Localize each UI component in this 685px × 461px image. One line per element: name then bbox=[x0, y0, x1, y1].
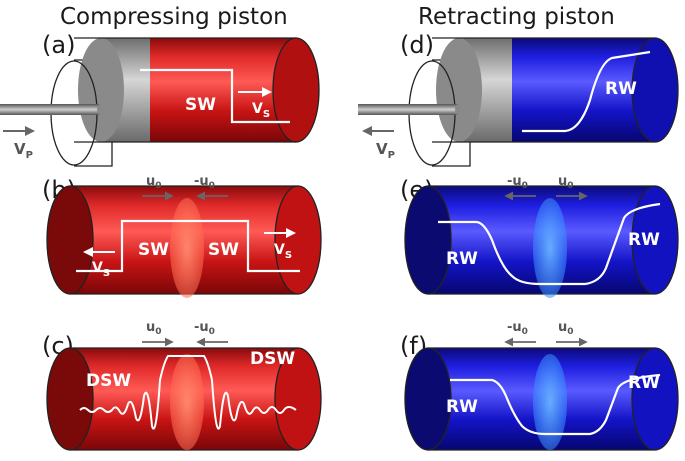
shock-profile-line bbox=[140, 68, 290, 124]
panel-a-label: (a) bbox=[42, 31, 75, 59]
wave-label-rw-right: RW bbox=[628, 230, 660, 250]
vp-label: VP bbox=[376, 140, 395, 161]
collision-spot bbox=[533, 198, 567, 298]
panel-e: (e) RW RW -u0 u0 bbox=[400, 174, 679, 298]
panel-b: (b) SW SW VS VS u0 -u0 bbox=[42, 174, 322, 298]
vs-right-label: VS bbox=[274, 242, 292, 261]
wave-label-rw-right: RW bbox=[628, 373, 660, 393]
collision-spot bbox=[170, 198, 204, 298]
rarefaction-profile-line bbox=[522, 50, 651, 133]
rarefaction-profile-line bbox=[438, 202, 661, 286]
piston-rod bbox=[358, 104, 458, 115]
panel-a: (a) SW VS VP bbox=[0, 31, 320, 167]
panel-d: (d) RW VP bbox=[358, 31, 679, 167]
u0-right-label: u0 bbox=[558, 320, 574, 337]
panel-f: (f) RW RW -u0 u0 bbox=[400, 320, 679, 451]
u0-right-label: -u0 bbox=[194, 174, 215, 191]
u0-left-label: u0 bbox=[146, 320, 162, 337]
piston-rod bbox=[0, 104, 100, 115]
wave-label-rw: RW bbox=[605, 79, 637, 99]
left-column-title: Compressing piston bbox=[60, 4, 288, 30]
wave-label-rw-left: RW bbox=[446, 397, 478, 417]
right-column-title: Retracting piston bbox=[418, 4, 615, 30]
panel-d-label: (d) bbox=[400, 31, 434, 59]
dsw-profile-line bbox=[79, 355, 297, 430]
wave-label-dsw-right: DSW bbox=[250, 349, 295, 369]
vs-left-label: VS bbox=[92, 260, 110, 279]
u0-right-label: -u0 bbox=[194, 320, 215, 337]
panel-c: (c) DSW DSW u0 -u0 bbox=[42, 320, 322, 451]
collision-spot bbox=[170, 354, 204, 450]
red-tube-body bbox=[112, 38, 296, 142]
shock-profile-line bbox=[76, 219, 300, 273]
vp-label: VP bbox=[14, 140, 33, 161]
blue-tube-body bbox=[470, 38, 655, 142]
vs-label: VS bbox=[252, 101, 270, 120]
u0-left-label: -u0 bbox=[507, 320, 528, 337]
collision-spot bbox=[533, 354, 567, 450]
rarefaction-profile-line bbox=[450, 373, 661, 436]
u0-left-label: u0 bbox=[146, 174, 162, 191]
wave-label-sw: SW bbox=[185, 95, 216, 115]
wave-label-sw-left: SW bbox=[138, 240, 169, 260]
wave-label-dsw-left: DSW bbox=[86, 371, 131, 391]
u0-right-label: u0 bbox=[558, 174, 574, 191]
wave-label-rw-left: RW bbox=[446, 249, 478, 269]
u0-left-label: -u0 bbox=[507, 174, 528, 191]
wave-label-sw-right: SW bbox=[208, 240, 239, 260]
